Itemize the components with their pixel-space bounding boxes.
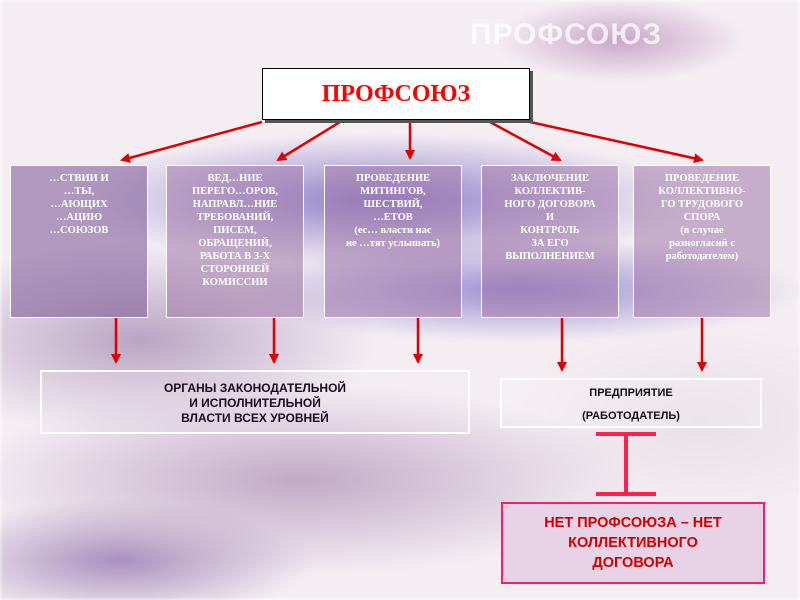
root-node-profsoyuz: ПРОФСОЮЗ	[262, 68, 530, 120]
target-box-government-bodies: ОРГАНЫ ЗАКОНОДАТЕЛЬНОЙ И ИСПОЛНИТЕЛЬНОЙ …	[40, 370, 470, 434]
activity-box-labor-dispute: ПРОВЕДЕНИЕ КОЛЛЕКТИВНО- ГО ТРУДОВОГО СПО…	[633, 165, 771, 318]
target-box-enterprise: ПРЕДПРИЯТИЕ (РАБОТОДАТЕЛЬ)	[500, 378, 762, 428]
activity-note: (ес… власти нас не …тят услышать)	[345, 225, 441, 249]
arrow-root-to-act1	[120, 120, 263, 163]
blocked-connector	[596, 432, 656, 496]
ghost-title: ПРОФСОЮЗ	[470, 18, 663, 51]
arrow-root-to-act5	[529, 120, 704, 164]
activity-box-rallies: ПРОВЕДЕНИЕ МИТИНГОВ, ШЕСТВИЙ, …ЕТОВ (ес……	[324, 165, 462, 318]
activity-box-negotiations: ВЕД…НИЕ ПЕРЕГО…ОРОВ, НАПРАВЛ…НИЕ ТРЕБОВА…	[166, 165, 304, 318]
arrow-root-to-act4	[489, 120, 562, 162]
arrow-root-to-act2	[276, 120, 341, 162]
activity-box-collective-agreement: ЗАКЛЮЧЕНИЕ КОЛЛЕКТИВ- НОГО ДОГОВОРА И КО…	[481, 165, 619, 318]
activity-note: (в случае разногласий с работодателем)	[665, 225, 739, 262]
conclusion-box: НЕТ ПРОФСОЮЗА – НЕТ КОЛЛЕКТИВНОГО ДОГОВО…	[501, 502, 765, 584]
activity-box-1: …ствии и …ты, …ающих …ацию …союзов	[10, 165, 148, 318]
